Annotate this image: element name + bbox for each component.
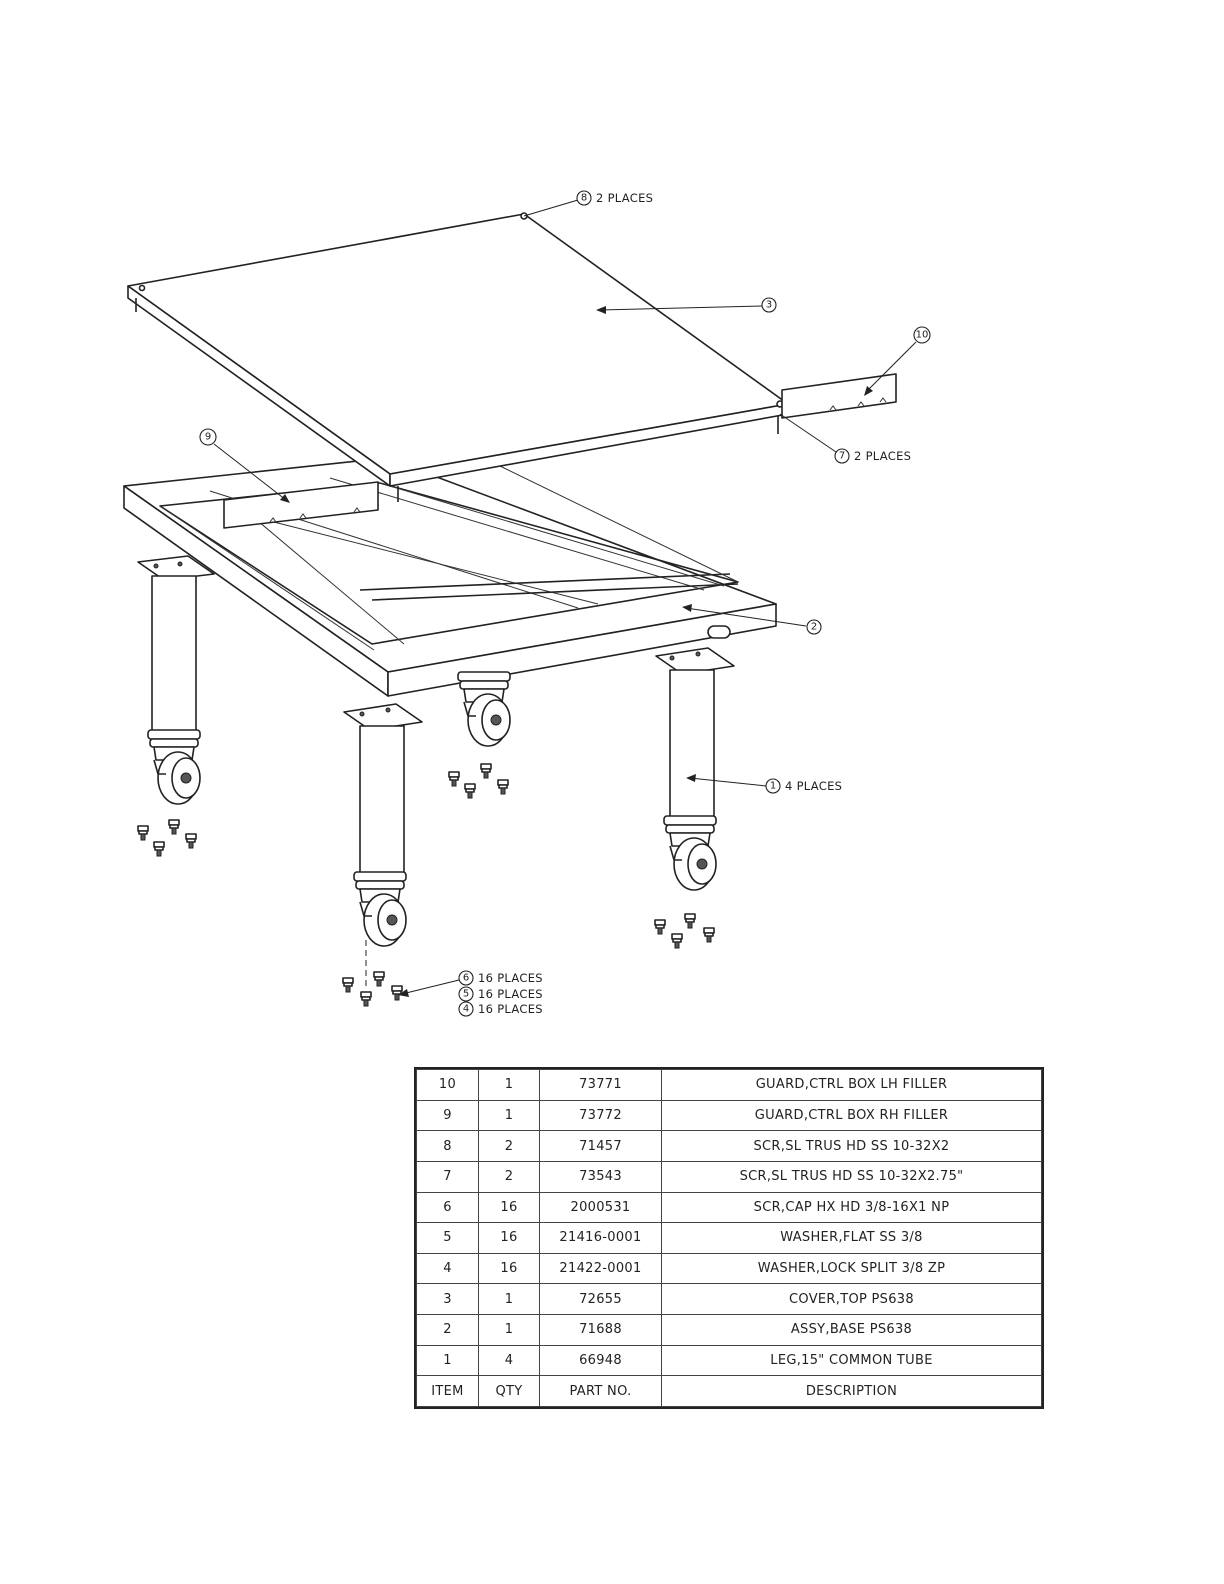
description-cell: LEG,15" COMMON TUBE [661,1344,1042,1377]
svg-text:4: 4 [463,1004,469,1015]
item-cell: 4 [416,1252,479,1285]
qty-cell: 1 [478,1314,540,1346]
caster-rear-right [457,671,511,747]
callout-item-5: 5 16 PLACES [458,986,543,1002]
item-cell: 10 [416,1069,479,1101]
svg-text:5: 5 [463,989,469,1000]
qty-cell: 2 [478,1130,540,1162]
svg-text:2 PLACES: 2 PLACES [596,191,653,205]
description-cell: GUARD,CTRL BOX LH FILLER [661,1069,1042,1101]
callout-item-10: 10 [864,326,931,396]
hardware-cluster [137,819,197,857]
item-cell: 6 [416,1191,479,1224]
svg-text:9: 9 [205,432,211,443]
svg-text:2 PLACES: 2 PLACES [854,449,911,463]
qty-cell: 16 [478,1252,540,1285]
leg-rear-left [137,555,215,805]
svg-text:16 PLACES: 16 PLACES [478,971,543,985]
callout-item-3: 3 [596,297,777,314]
qty-cell: 16 [478,1191,540,1224]
leg-front-right [655,647,735,891]
item-cell: 2 [416,1314,479,1346]
callout-item-4: 4 16 PLACES [458,1001,543,1017]
qty-cell: 4 [478,1344,540,1377]
qty-cell: 16 [478,1222,540,1254]
description-cell: COVER,TOP PS638 [661,1283,1042,1315]
hardware-cluster [654,913,715,949]
description-cell: SCR,SL TRUS HD SS 10-32X2.75" [661,1160,1042,1193]
filler-guard-lh [781,373,897,419]
part-number-cell: 2000531 [539,1191,662,1224]
callout-item-7: 7 2 PLACES [779,413,911,464]
qty-cell: 2 [478,1160,540,1193]
exploded-assembly-drawing: 8 2 PLACES 3 10 7 2 PLACES 9 2 1 4 PLA [123,190,931,1017]
part-number-cell: 72655 [539,1283,662,1315]
part-number-cell: 21422-0001 [539,1252,662,1285]
top-cover [127,212,789,502]
item-cell: 7 [416,1160,479,1193]
qty-cell: 1 [478,1069,540,1101]
svg-text:16 PLACES: 16 PLACES [478,1002,543,1016]
svg-text:7: 7 [839,451,845,462]
header-qty: QTY [478,1375,540,1407]
item-cell: 5 [416,1222,479,1254]
filler-guard-rh [223,481,379,529]
description-cell: WASHER,LOCK SPLIT 3/8 ZP [661,1252,1042,1285]
item-cell: 3 [416,1283,479,1315]
svg-text:3: 3 [766,300,772,311]
svg-text:10: 10 [916,330,929,341]
part-number-cell: 21416-0001 [539,1222,662,1254]
leg-front-left [343,703,423,947]
header-part-number: PART NO. [539,1375,662,1407]
svg-text:1: 1 [770,781,776,792]
qty-cell: 1 [478,1099,540,1132]
description-cell: ASSY,BASE PS638 [661,1314,1042,1346]
svg-text:4 PLACES: 4 PLACES [785,779,842,793]
header-description: DESCRIPTION [661,1375,1042,1407]
part-number-cell: 71688 [539,1314,662,1346]
callout-item-8: 8 2 PLACES [523,190,653,217]
svg-text:2: 2 [811,622,817,633]
description-cell: GUARD,CTRL BOX RH FILLER [661,1099,1042,1132]
part-number-cell: 73543 [539,1160,662,1193]
part-number-cell: 73771 [539,1069,662,1101]
description-cell: WASHER,FLAT SS 3/8 [661,1222,1042,1254]
callout-item-6: 6 16 PLACES [398,970,543,997]
callout-item-9: 9 [199,428,290,503]
svg-text:6: 6 [463,973,469,984]
item-cell: 1 [416,1344,479,1377]
description-cell: SCR,SL TRUS HD SS 10-32X2 [661,1130,1042,1162]
part-number-cell: 73772 [539,1099,662,1132]
header-item: ITEM [416,1375,479,1407]
description-cell: SCR,CAP HX HD 3/8-16X1 NP [661,1191,1042,1224]
item-cell: 8 [416,1130,479,1162]
svg-text:8: 8 [581,193,587,204]
hardware-cluster [342,940,403,1007]
part-number-cell: 71457 [539,1130,662,1162]
item-cell: 9 [416,1099,479,1132]
qty-cell: 1 [478,1283,540,1315]
part-number-cell: 66948 [539,1344,662,1377]
hardware-cluster [448,763,509,799]
svg-text:16 PLACES: 16 PLACES [478,987,543,1001]
callout-item-1: 1 4 PLACES [686,774,842,794]
callout-item-2: 2 [682,604,822,635]
